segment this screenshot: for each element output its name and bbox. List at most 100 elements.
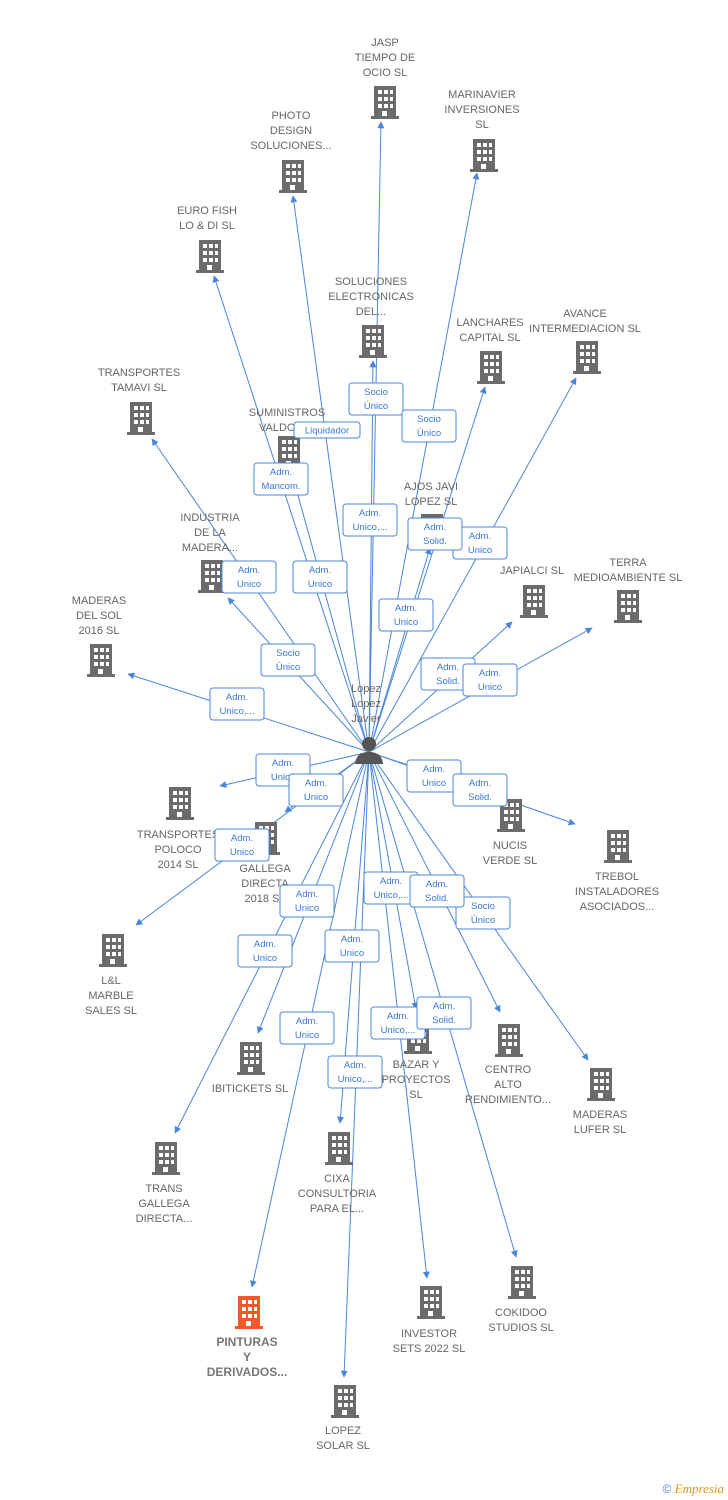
edge-label-suministros[interactable]: Adm. Mancom. xyxy=(253,462,309,496)
company-name-line: DEL... xyxy=(356,306,387,318)
edge-label-terra[interactable]: Adm.Unico xyxy=(462,663,518,697)
company-node-transgallega[interactable]: TRANSGALLEGADIRECTA... xyxy=(136,1142,193,1225)
building-icon xyxy=(152,1142,180,1175)
company-name-line: INVERSIONES xyxy=(444,104,519,116)
edge-label-text: Mancom. xyxy=(261,481,300,492)
building-icon xyxy=(331,1385,359,1418)
company-name-line: INSTALADORES xyxy=(575,886,659,898)
edge-label-photo[interactable]: Adm.Unico,... xyxy=(342,503,398,537)
company-node-photo[interactable]: PHOTODESIGNSOLUCIONES... xyxy=(250,110,332,193)
company-name-line: MARBLE xyxy=(88,990,133,1002)
edge-label-text: Adm. xyxy=(426,879,448,890)
edge-label-avance[interactable]: Adm.Unico xyxy=(452,526,508,560)
edge-label-industria[interactable]: Adm.Unico xyxy=(221,560,277,594)
edge-label-text: Unico xyxy=(422,778,446,789)
company-node-ibitickets[interactable]: IBITICKETS SL xyxy=(212,1042,288,1095)
person-icon xyxy=(355,737,383,764)
edge-label-text: Adm. xyxy=(433,1001,455,1012)
edge-label-lopezsolar[interactable]: Adm.Unico,... xyxy=(327,1055,383,1089)
company-name-line: INVESTOR xyxy=(401,1328,457,1340)
company-name-line: POLOCO xyxy=(154,844,202,856)
company-name-line: SOLAR SL xyxy=(316,1440,370,1452)
edge-label-text: Adm. xyxy=(254,939,276,950)
company-name-line: LUFER SL xyxy=(574,1124,627,1136)
edge-label-maderassol[interactable]: Adm.Unico,... xyxy=(209,687,265,721)
edge-label-eurofish[interactable]: Adm.Unico xyxy=(292,560,348,594)
company-name-line: SETS 2022 SL xyxy=(393,1343,466,1355)
edge-label-suministros2[interactable]: Liquidador xyxy=(293,421,361,439)
building-icon xyxy=(196,240,224,273)
company-node-investor[interactable]: INVESTOR SETS 2022 SL xyxy=(393,1286,466,1355)
edge-label-text: Adm. xyxy=(437,662,459,673)
edge-label-bazar[interactable]: Adm.Unico,... xyxy=(363,871,419,905)
company-node-trebol[interactable]: TREBOLINSTALADORESASOCIADOS... xyxy=(575,830,659,913)
edge-label-transgallega[interactable]: Adm.Unico xyxy=(237,934,293,968)
edge-label-pinturas[interactable]: Adm. Unico xyxy=(279,1011,335,1045)
edge-label-text: Adm. xyxy=(272,758,294,769)
company-name-line: ALTO xyxy=(494,1079,522,1091)
company-name-line: MADERAS xyxy=(72,595,126,607)
company-name-line: SL xyxy=(475,119,488,131)
company-node-centroalto[interactable]: CENTROALTORENDIMIENTO... xyxy=(465,1024,551,1106)
edge-label-text: Unico xyxy=(295,1030,319,1041)
building-icon xyxy=(573,341,601,374)
edge-label-text: Unico,... xyxy=(381,1025,416,1036)
edge-label-text: Adm. xyxy=(226,692,248,703)
edge-label-gallega2018[interactable]: Adm.Unico xyxy=(288,773,344,807)
edge-label-investor[interactable]: Adm.Unico,... xyxy=(370,1006,426,1040)
company-node-pinturas[interactable]: PINTURASYDERIVADOS... xyxy=(207,1296,287,1379)
center-person-node[interactable]: Lopez Lopez Javier xyxy=(351,683,383,764)
edge-label-nucis[interactable]: Adm.Unico xyxy=(406,759,462,793)
building-icon-highlighted xyxy=(235,1296,263,1329)
edge-label-text: Único xyxy=(417,428,441,439)
company-name-line: DIRECTA xyxy=(241,878,289,890)
edge-label-cixa[interactable]: Adm.Unico xyxy=(324,929,380,963)
edge-label-lanchares[interactable]: Adm.Unico xyxy=(378,598,434,632)
edge-label-trebol[interactable]: Adm.Solid. xyxy=(452,773,508,807)
footer-brand[interactable]: © Empresia xyxy=(662,1481,724,1497)
edge-label-text: Adm. xyxy=(341,934,363,945)
edge-label-text: Adm. xyxy=(296,1016,318,1027)
company-name-line: 2018 SL xyxy=(245,893,286,905)
edge-label-maderaslufer[interactable]: Adm.Solid. xyxy=(409,874,465,908)
edge-label-ibitickets[interactable]: Adm.Unico xyxy=(279,884,335,918)
edge-label-text: Unico xyxy=(230,847,254,858)
company-node-soluciones[interactable]: SOLUCIONESELECTRONICASDEL... xyxy=(328,276,414,358)
building-icon xyxy=(99,934,127,967)
company-name-line: TERRA xyxy=(609,557,647,569)
edge-label-cokidoo[interactable]: Adm.Solid. xyxy=(416,996,472,1030)
edge-label-text: Adm. xyxy=(270,467,292,478)
edge-label-llmarble[interactable]: Adm.Unico xyxy=(214,828,270,862)
company-name-line: TRANSPORTES xyxy=(98,367,180,379)
company-node-japialci[interactable]: JAPIALCI SL xyxy=(500,565,564,618)
edge-label-ajosjavi[interactable]: Adm.Solid. xyxy=(407,517,463,551)
company-name-line: AJOS JAVI xyxy=(404,481,458,493)
edge-label-text: Único xyxy=(364,401,388,412)
edge-label-text: Adm. xyxy=(305,778,327,789)
company-name-line: 2016 SL xyxy=(79,625,120,637)
